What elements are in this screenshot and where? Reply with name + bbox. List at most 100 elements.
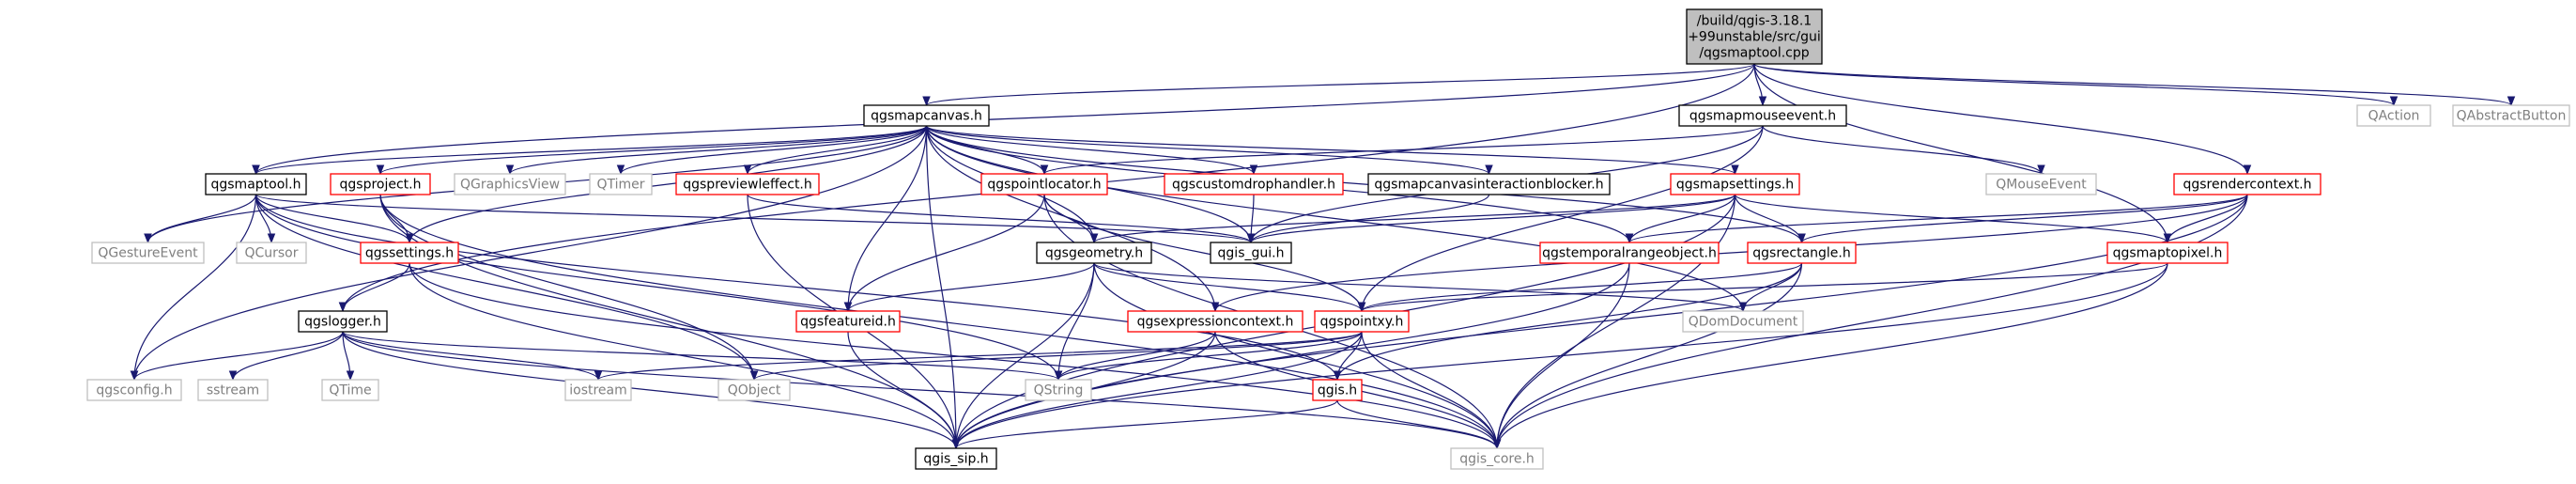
edge-qgsmaptopixel-to-qgis-core: [1492, 262, 2168, 450]
edge-qgsmapsettings-to-qgsgeometry: [1089, 194, 1736, 244]
node-qgsmapsettings[interactable]: qgsmapsettings.h: [1670, 173, 1800, 195]
node-box: [1539, 242, 1720, 264]
node-qgstemporalrangeobject[interactable]: qgstemporalrangeobject.h: [1539, 242, 1720, 264]
node-box: [236, 242, 307, 264]
node-qgis[interactable]: qgis.h: [1312, 379, 1363, 401]
edge-qgsmapcanvas-to-qgsproject: [376, 125, 928, 176]
edge-qgscustomdrophandler-to-qgis-gui: [1246, 194, 1256, 244]
node-box: [2173, 173, 2321, 195]
edge-qgsmapcanvas-to-qgsrectangle: [925, 125, 1806, 244]
edge-qgsmaptool-to-qgestureevent: [144, 194, 257, 244]
edge-qgsmapcanvas-to-qgspointlocator: [925, 125, 1049, 176]
node-qgsproject[interactable]: qgsproject.h: [330, 173, 431, 195]
node-qgspointxy[interactable]: qgspointxy.h: [1314, 310, 1410, 333]
edge-qgslogger-to-qgsconfig: [130, 331, 344, 382]
node-label: QGestureEvent: [98, 246, 198, 261]
edge-qgsmapcanvas-to-qgsmaptool: [252, 125, 928, 176]
node-label: qgspointlocator.h: [987, 178, 1101, 193]
edge-qgsmapcanvas-to-qgis-sip: [925, 125, 961, 450]
node-box: [589, 173, 653, 195]
node-qgsmapcanvasinteractionblocker[interactable]: qgsmapcanvasinteractionblocker.h: [1367, 173, 1611, 195]
node-qgspreviewleffect[interactable]: qgspreviewleffect.h: [675, 173, 820, 195]
edge-qgis-to-qgis-sip: [951, 399, 1338, 450]
node-qgsfeatureid[interactable]: qgsfeatureid.h: [795, 310, 901, 333]
edge-qgsmapcanvas-to-qgsmapcanvasinteractionblocker: [925, 125, 1493, 176]
node-qgssettings[interactable]: qgssettings.h: [360, 242, 459, 264]
node-label: /build/qgis-3.18.1: [1697, 14, 1812, 29]
edge-qgsmapcanvas-to-qgscustomdrophandler: [925, 125, 1258, 176]
node-label: QMouseEvent: [1996, 178, 2087, 193]
edge-root-to-qgsrendercontext: [1753, 63, 2252, 176]
node-box: [2356, 104, 2431, 127]
node-qgsexpressioncontext[interactable]: qgsexpressioncontext.h: [1127, 310, 1303, 333]
node-qgsmaptopixel[interactable]: qgsmaptopixel.h: [2106, 242, 2229, 264]
edge-qgsmapcanvas-to-qdomdocument: [925, 125, 1748, 313]
node-label: iostream: [569, 383, 627, 398]
edge-qgslogger-to-qtime: [342, 331, 355, 382]
edge-qgsrendercontext-to-qgsrectangle: [1797, 194, 2248, 244]
edge-qgsproject-to-qgssettings: [379, 194, 414, 244]
node-qgsgeometry[interactable]: qgsgeometry.h: [1036, 242, 1152, 264]
edge-qgsrectangle-to-qgis-core: [1492, 262, 1803, 450]
edge-qgspointxy-to-qobject: [749, 331, 1363, 382]
node-root[interactable]: /build/qgis-3.18.1+99unstable/src/gui/qg…: [1686, 8, 1823, 65]
edge-qgspointlocator-to-qgsfeatureid: [843, 194, 1045, 313]
edge-qgsproject-to-qobject: [379, 194, 759, 382]
edge-qgsmaptool-to-qgis-gui: [255, 194, 1255, 244]
node-label: qgscustomdrophandler.h: [1172, 178, 1335, 193]
node-box: [321, 379, 379, 401]
edge-qgsmaptool-to-qobject: [255, 194, 759, 382]
node-label: qgis.h: [1318, 383, 1357, 398]
node-qgis-sip[interactable]: qgis_sip.h: [915, 447, 997, 470]
edge-qgsrendercontext-to-qgstemporalrangeobject: [1625, 194, 2248, 244]
node-label: qgsmaptool.h: [210, 178, 301, 193]
node-qgscustomdrophandler[interactable]: qgscustomdrophandler.h: [1164, 173, 1344, 195]
node-qgis-core: qgis_core.h: [1450, 447, 1544, 470]
node-box: [1678, 104, 1847, 127]
node-box: [197, 379, 269, 401]
edge-root-to-qabstractbutton: [1753, 63, 2515, 107]
edge-layer: [130, 63, 2515, 450]
node-qtime: QTime: [321, 379, 379, 401]
edge-qgsmapcanvas-to-qgraphicsview: [505, 125, 928, 176]
edge-qgslogger-to-qgis-sip: [342, 331, 961, 450]
node-label: QTime: [329, 383, 371, 398]
node-label: qgstemporalrangeobject.h: [1542, 246, 1717, 261]
node-box: [1036, 242, 1152, 264]
node-box: [1686, 8, 1823, 65]
edge-qgsmaptool-to-qgis: [255, 194, 1342, 382]
edge-qgsgeometry-to-qdomdocument: [1093, 262, 1748, 313]
edge-qgsrectangle-to-qgis: [1333, 262, 1803, 382]
node-qgis-gui[interactable]: qgis_gui.h: [1210, 242, 1292, 264]
node-qgsmapcanvas[interactable]: qgsmapcanvas.h: [863, 104, 990, 127]
node-label: sstream: [207, 383, 259, 398]
node-qgspointlocator[interactable]: qgspointlocator.h: [980, 173, 1108, 195]
node-qgslogger[interactable]: qgslogger.h: [298, 310, 388, 333]
node-box: [1450, 447, 1544, 470]
edge-qgsgeometry-to-qgspointxy: [1093, 262, 1366, 313]
node-qgsrendercontext[interactable]: qgsrendercontext.h: [2173, 173, 2321, 195]
edge-qgslogger-to-qgis-core: [342, 331, 1502, 450]
edge-qgssettings-to-qgis-core: [409, 262, 1502, 450]
node-qgsmapmouseevent[interactable]: qgsmapmouseevent.h: [1678, 104, 1847, 127]
node-label: qgis_core.h: [1459, 452, 1535, 467]
node-qgsrectangle[interactable]: qgsrectangle.h: [1747, 242, 1857, 264]
node-qgraphicsview: QGraphicsView: [454, 173, 566, 195]
node-label: +99unstable/src/gui: [1688, 30, 1821, 45]
node-box: [360, 242, 459, 264]
edge-qgspointxy-to-qstring: [1054, 331, 1363, 382]
node-layer: /build/qgis-3.18.1+99unstable/src/gui/qg…: [86, 8, 2570, 470]
node-box: [86, 379, 182, 401]
edge-qgsmapmouseevent-to-qmouseevent: [1762, 125, 2045, 176]
edge-qgsexpressioncontext-to-qstring: [1054, 331, 1216, 382]
edge-qgsrectangle-to-qgspointxy: [1357, 262, 1803, 313]
node-box: [1210, 242, 1292, 264]
node-box: [980, 173, 1108, 195]
edge-qgsrendercontext-to-qgis-core: [1492, 194, 2248, 450]
node-box: [1025, 379, 1092, 401]
node-label: QGraphicsView: [460, 178, 560, 193]
node-qgsmaptool[interactable]: qgsmaptool.h: [205, 173, 307, 195]
node-qmouseevent: QMouseEvent: [1985, 173, 2097, 195]
node-label: qgis_gui.h: [1218, 246, 1285, 261]
